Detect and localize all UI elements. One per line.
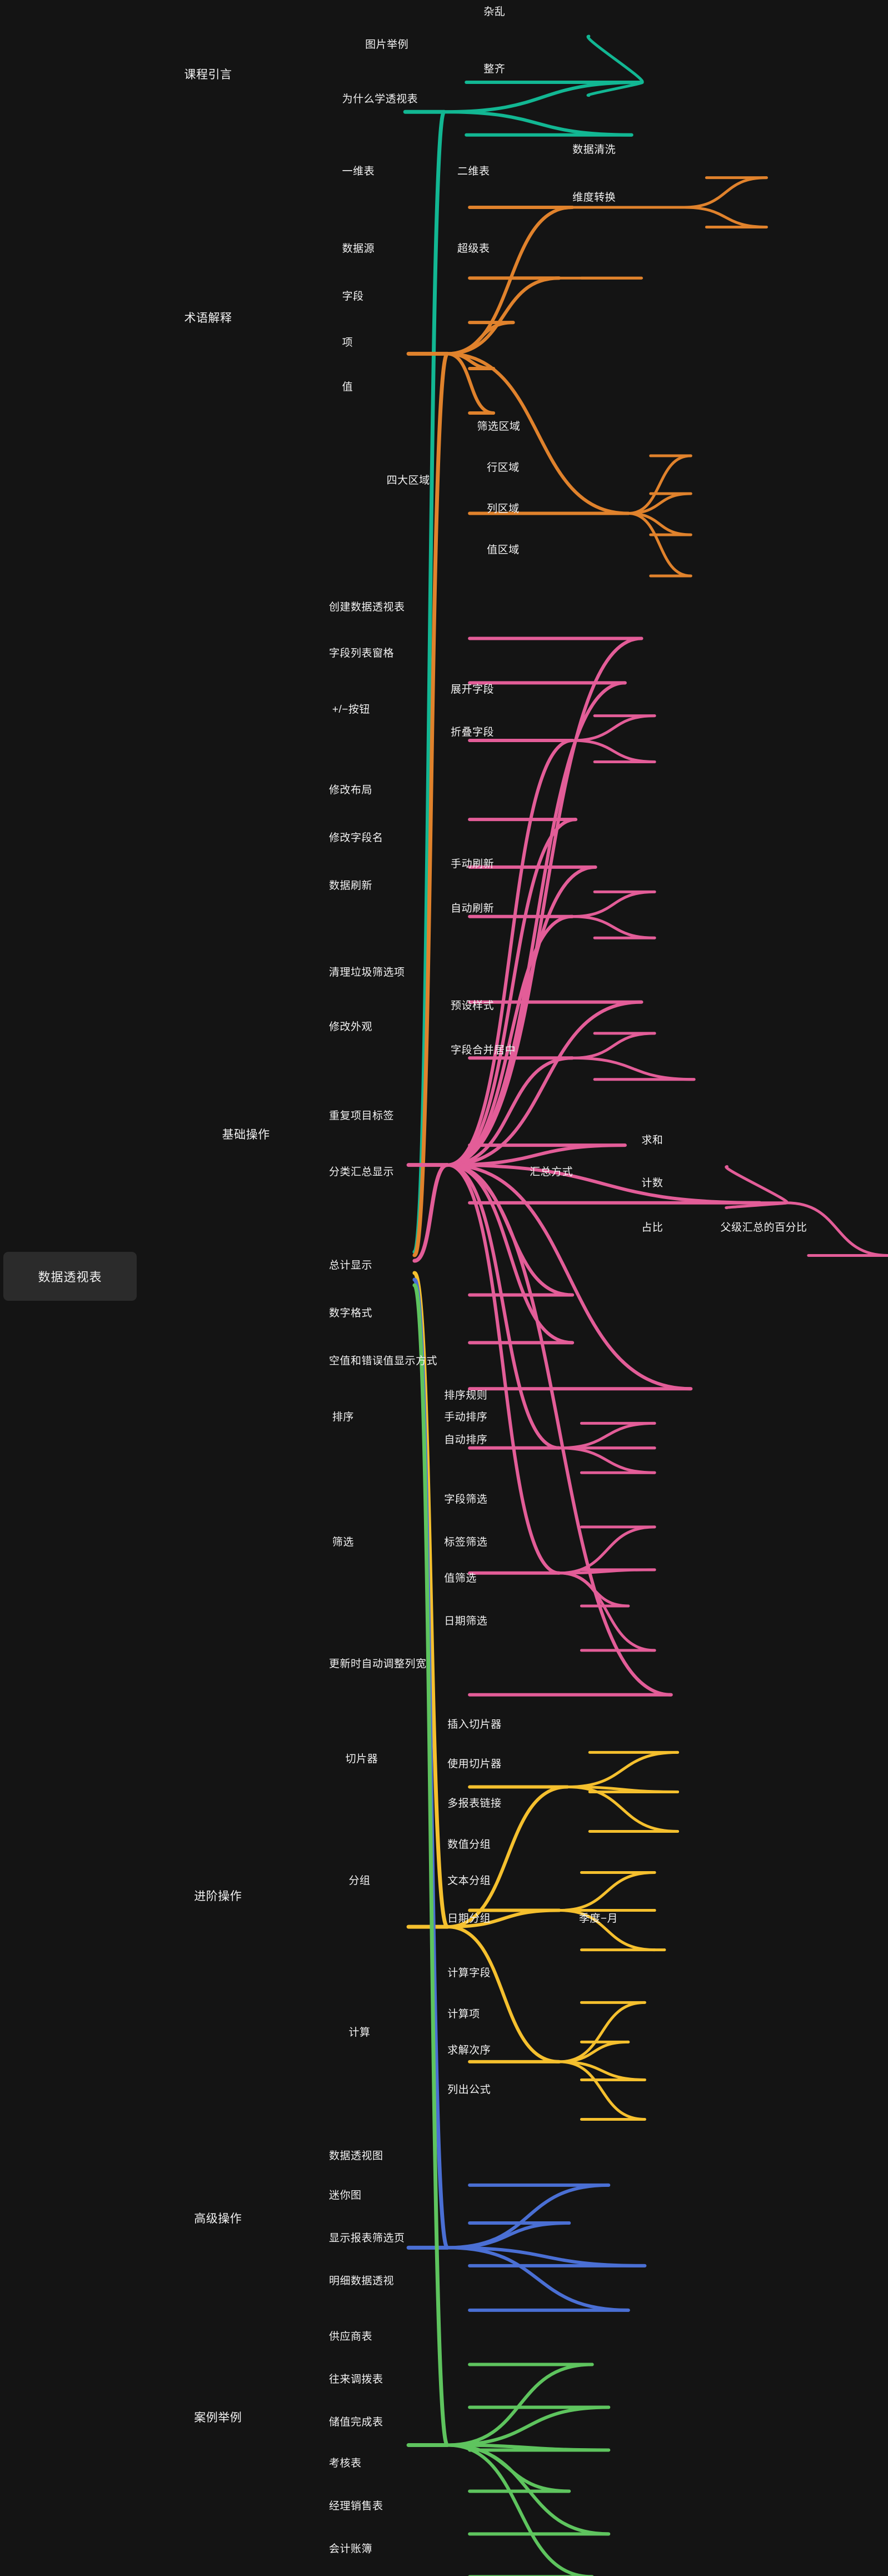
- node-label-字段[interactable]: 字段: [342, 290, 364, 302]
- node-label-值[interactable]: 值: [342, 381, 353, 393]
- node-label-明细数据透视[interactable]: 明细数据透视: [329, 2275, 395, 2287]
- node-label-四大区域[interactable]: 四大区域: [386, 475, 430, 487]
- node-label-杂乱[interactable]: 杂乱: [483, 6, 506, 18]
- node-label-字段筛选[interactable]: 字段筛选: [444, 1493, 488, 1505]
- node-label-行区域[interactable]: 行区域: [487, 461, 520, 474]
- node-label-为什么学透视表[interactable]: 为什么学透视表: [342, 93, 418, 105]
- node-label-自动刷新[interactable]: 自动刷新: [451, 903, 495, 915]
- branch-label-进阶操作[interactable]: 进阶操作: [194, 1890, 242, 1903]
- node-label-手动排序[interactable]: 手动排序: [444, 1411, 488, 1423]
- root-node-label: 数据透视表: [38, 1270, 102, 1284]
- node-label-计算字段[interactable]: 计算字段: [447, 1967, 491, 1980]
- node-label-修改字段名[interactable]: 修改字段名: [329, 832, 383, 844]
- node-label-值筛选[interactable]: 值筛选: [444, 1572, 477, 1584]
- node-label-折叠字段[interactable]: 折叠字段: [451, 727, 495, 739]
- node-label-供应商表[interactable]: 供应商表: [329, 2331, 373, 2343]
- node-label-修改外观[interactable]: 修改外观: [329, 1021, 373, 1033]
- node-label-数据源[interactable]: 数据源: [342, 243, 375, 255]
- node-label-计数[interactable]: 计数: [641, 1177, 663, 1190]
- node-label-筛选区域[interactable]: 筛选区域: [477, 420, 521, 432]
- node-label-维度转换[interactable]: 维度转换: [572, 192, 616, 204]
- node-label-+/−按钮[interactable]: +/−按钮: [332, 703, 370, 715]
- node-label-数据清洗[interactable]: 数据清洗: [572, 144, 616, 156]
- node-label-标签筛选[interactable]: 标签筛选: [444, 1536, 488, 1548]
- node-label-日期分组[interactable]: 日期分组: [447, 1913, 491, 1925]
- node-label-占比[interactable]: 占比: [641, 1222, 663, 1234]
- node-label-分类汇总显示[interactable]: 分类汇总显示: [329, 1166, 395, 1178]
- node-label-更新时自动调整列宽[interactable]: 更新时自动调整列宽: [329, 1658, 427, 1670]
- node-label-使用切片器[interactable]: 使用切片器: [447, 1758, 502, 1771]
- node-label-超级表[interactable]: 超级表: [457, 243, 490, 255]
- node-label-求解次序[interactable]: 求解次序: [447, 2045, 491, 2057]
- node-label-插入切片器[interactable]: 插入切片器: [447, 1719, 502, 1731]
- node-label-排序[interactable]: 排序: [332, 1411, 354, 1423]
- node-label-自动排序[interactable]: 自动排序: [444, 1434, 488, 1446]
- branch-label-高级操作[interactable]: 高级操作: [194, 2212, 242, 2226]
- node-label-显示报表筛选页[interactable]: 显示报表筛选页: [329, 2232, 405, 2244]
- node-label-数据刷新[interactable]: 数据刷新: [329, 879, 373, 892]
- node-label-计算项[interactable]: 计算项: [447, 2008, 480, 2021]
- node-label-往来调拨表[interactable]: 往来调拨表: [329, 2374, 383, 2386]
- node-label-一维表[interactable]: 一维表: [342, 165, 375, 177]
- node-label-手动刷新[interactable]: 手动刷新: [451, 858, 495, 871]
- node-label-季度−月[interactable]: 季度−月: [578, 1913, 618, 1925]
- node-label-清理垃圾筛选项[interactable]: 清理垃圾筛选项: [329, 967, 405, 979]
- node-label-数字格式[interactable]: 数字格式: [329, 1307, 373, 1320]
- node-label-总计显示[interactable]: 总计显示: [329, 1260, 373, 1272]
- node-label-数值分组[interactable]: 数值分组: [447, 1839, 491, 1851]
- node-label-储值完成表[interactable]: 储值完成表: [329, 2416, 383, 2429]
- node-label-切片器[interactable]: 切片器: [345, 1753, 378, 1766]
- node-label-计算[interactable]: 计算: [348, 2026, 371, 2038]
- node-label-二维表[interactable]: 二维表: [457, 165, 490, 177]
- node-label-创建数据透视表[interactable]: 创建数据透视表: [329, 601, 405, 614]
- node-label-列出公式[interactable]: 列出公式: [447, 2084, 491, 2096]
- node-label-求和[interactable]: 求和: [641, 1135, 663, 1147]
- node-label-筛选[interactable]: 筛选: [332, 1536, 354, 1548]
- node-label-预设样式[interactable]: 预设样式: [451, 999, 495, 1012]
- branch-label-术语解释[interactable]: 术语解释: [184, 312, 232, 325]
- node-label-文本分组[interactable]: 文本分组: [447, 1875, 491, 1887]
- node-label-考核表[interactable]: 考核表: [329, 2458, 362, 2470]
- node-label-经理销售表[interactable]: 经理销售表: [329, 2500, 383, 2513]
- node-label-重复项目标签[interactable]: 重复项目标签: [329, 1110, 395, 1122]
- node-label-值区域[interactable]: 值区域: [487, 544, 520, 556]
- node-label-会计账簿[interactable]: 会计账簿: [329, 2543, 373, 2555]
- node-label-列区域[interactable]: 列区域: [487, 503, 520, 515]
- node-label-空值和错误值显示方式[interactable]: 空值和错误值显示方式: [329, 1355, 438, 1367]
- node-label-汇总方式[interactable]: 汇总方式: [530, 1166, 573, 1178]
- node-label-日期筛选[interactable]: 日期筛选: [444, 1615, 488, 1627]
- node-label-修改布局[interactable]: 修改布局: [329, 784, 373, 796]
- node-label-多报表链接[interactable]: 多报表链接: [447, 1798, 502, 1810]
- node-label-字段合并居中[interactable]: 字段合并居中: [451, 1044, 516, 1056]
- node-label-整齐[interactable]: 整齐: [483, 63, 506, 76]
- node-label-排序规则[interactable]: 排序规则: [444, 1390, 488, 1402]
- node-label-父级汇总的百分比[interactable]: 父级汇总的百分比: [720, 1222, 807, 1234]
- root-node[interactable]: 数据透视表: [3, 1252, 137, 1301]
- node-label-项[interactable]: 项: [342, 336, 353, 349]
- node-label-字段列表窗格[interactable]: 字段列表窗格: [329, 648, 395, 660]
- node-label-迷你图[interactable]: 迷你图: [329, 2189, 362, 2201]
- branch-label-案例举例[interactable]: 案例举例: [194, 2411, 242, 2425]
- node-label-图片举例[interactable]: 图片举例: [365, 39, 409, 51]
- branch-label-课程引言[interactable]: 课程引言: [184, 68, 232, 82]
- node-label-分组[interactable]: 分组: [348, 1875, 371, 1887]
- node-label-展开字段[interactable]: 展开字段: [451, 684, 495, 696]
- branch-label-基础操作[interactable]: 基础操作: [222, 1128, 270, 1141]
- node-label-数据透视图[interactable]: 数据透视图: [329, 2150, 383, 2162]
